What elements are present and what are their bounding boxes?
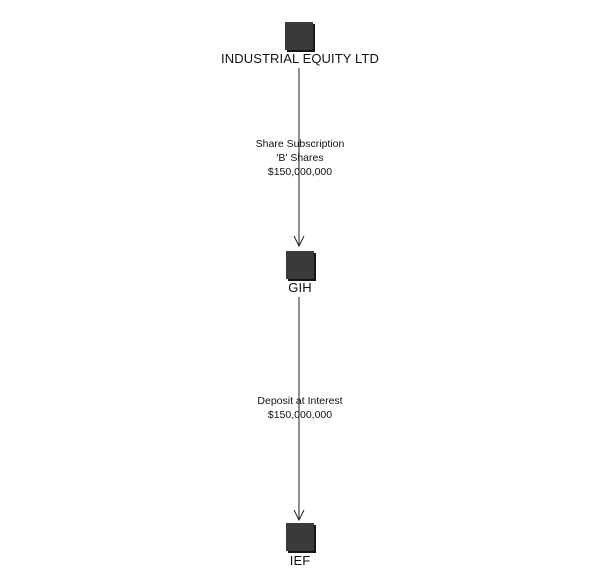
entity-label-ief: IEF bbox=[289, 553, 311, 568]
entity-box-ief bbox=[286, 523, 314, 551]
edge-label-line: Deposit at Interest bbox=[257, 395, 343, 407]
edge-label-line: 'B' Shares bbox=[276, 152, 324, 164]
edge-label-line: $150,000,000 bbox=[267, 166, 333, 178]
entity-box-gih bbox=[286, 251, 314, 279]
arrowhead-down-icon bbox=[293, 509, 305, 522]
entity-label-gih: GIH bbox=[288, 280, 312, 295]
arrowhead-down-icon bbox=[293, 235, 305, 248]
edge-label-line: $150,000,000 bbox=[267, 409, 333, 421]
entity-box-industrial-equity bbox=[285, 22, 313, 50]
edge-label-line: Share Subscription bbox=[255, 138, 345, 150]
entity-label-industrial-equity: INDUSTRIAL EQUITY LTD bbox=[221, 51, 379, 66]
edge-label-share-subscription: Share Subscription 'B' Shares $150,000,0… bbox=[180, 137, 420, 179]
edge-label-deposit-at-interest: Deposit at Interest $150,000,000 bbox=[180, 394, 420, 422]
